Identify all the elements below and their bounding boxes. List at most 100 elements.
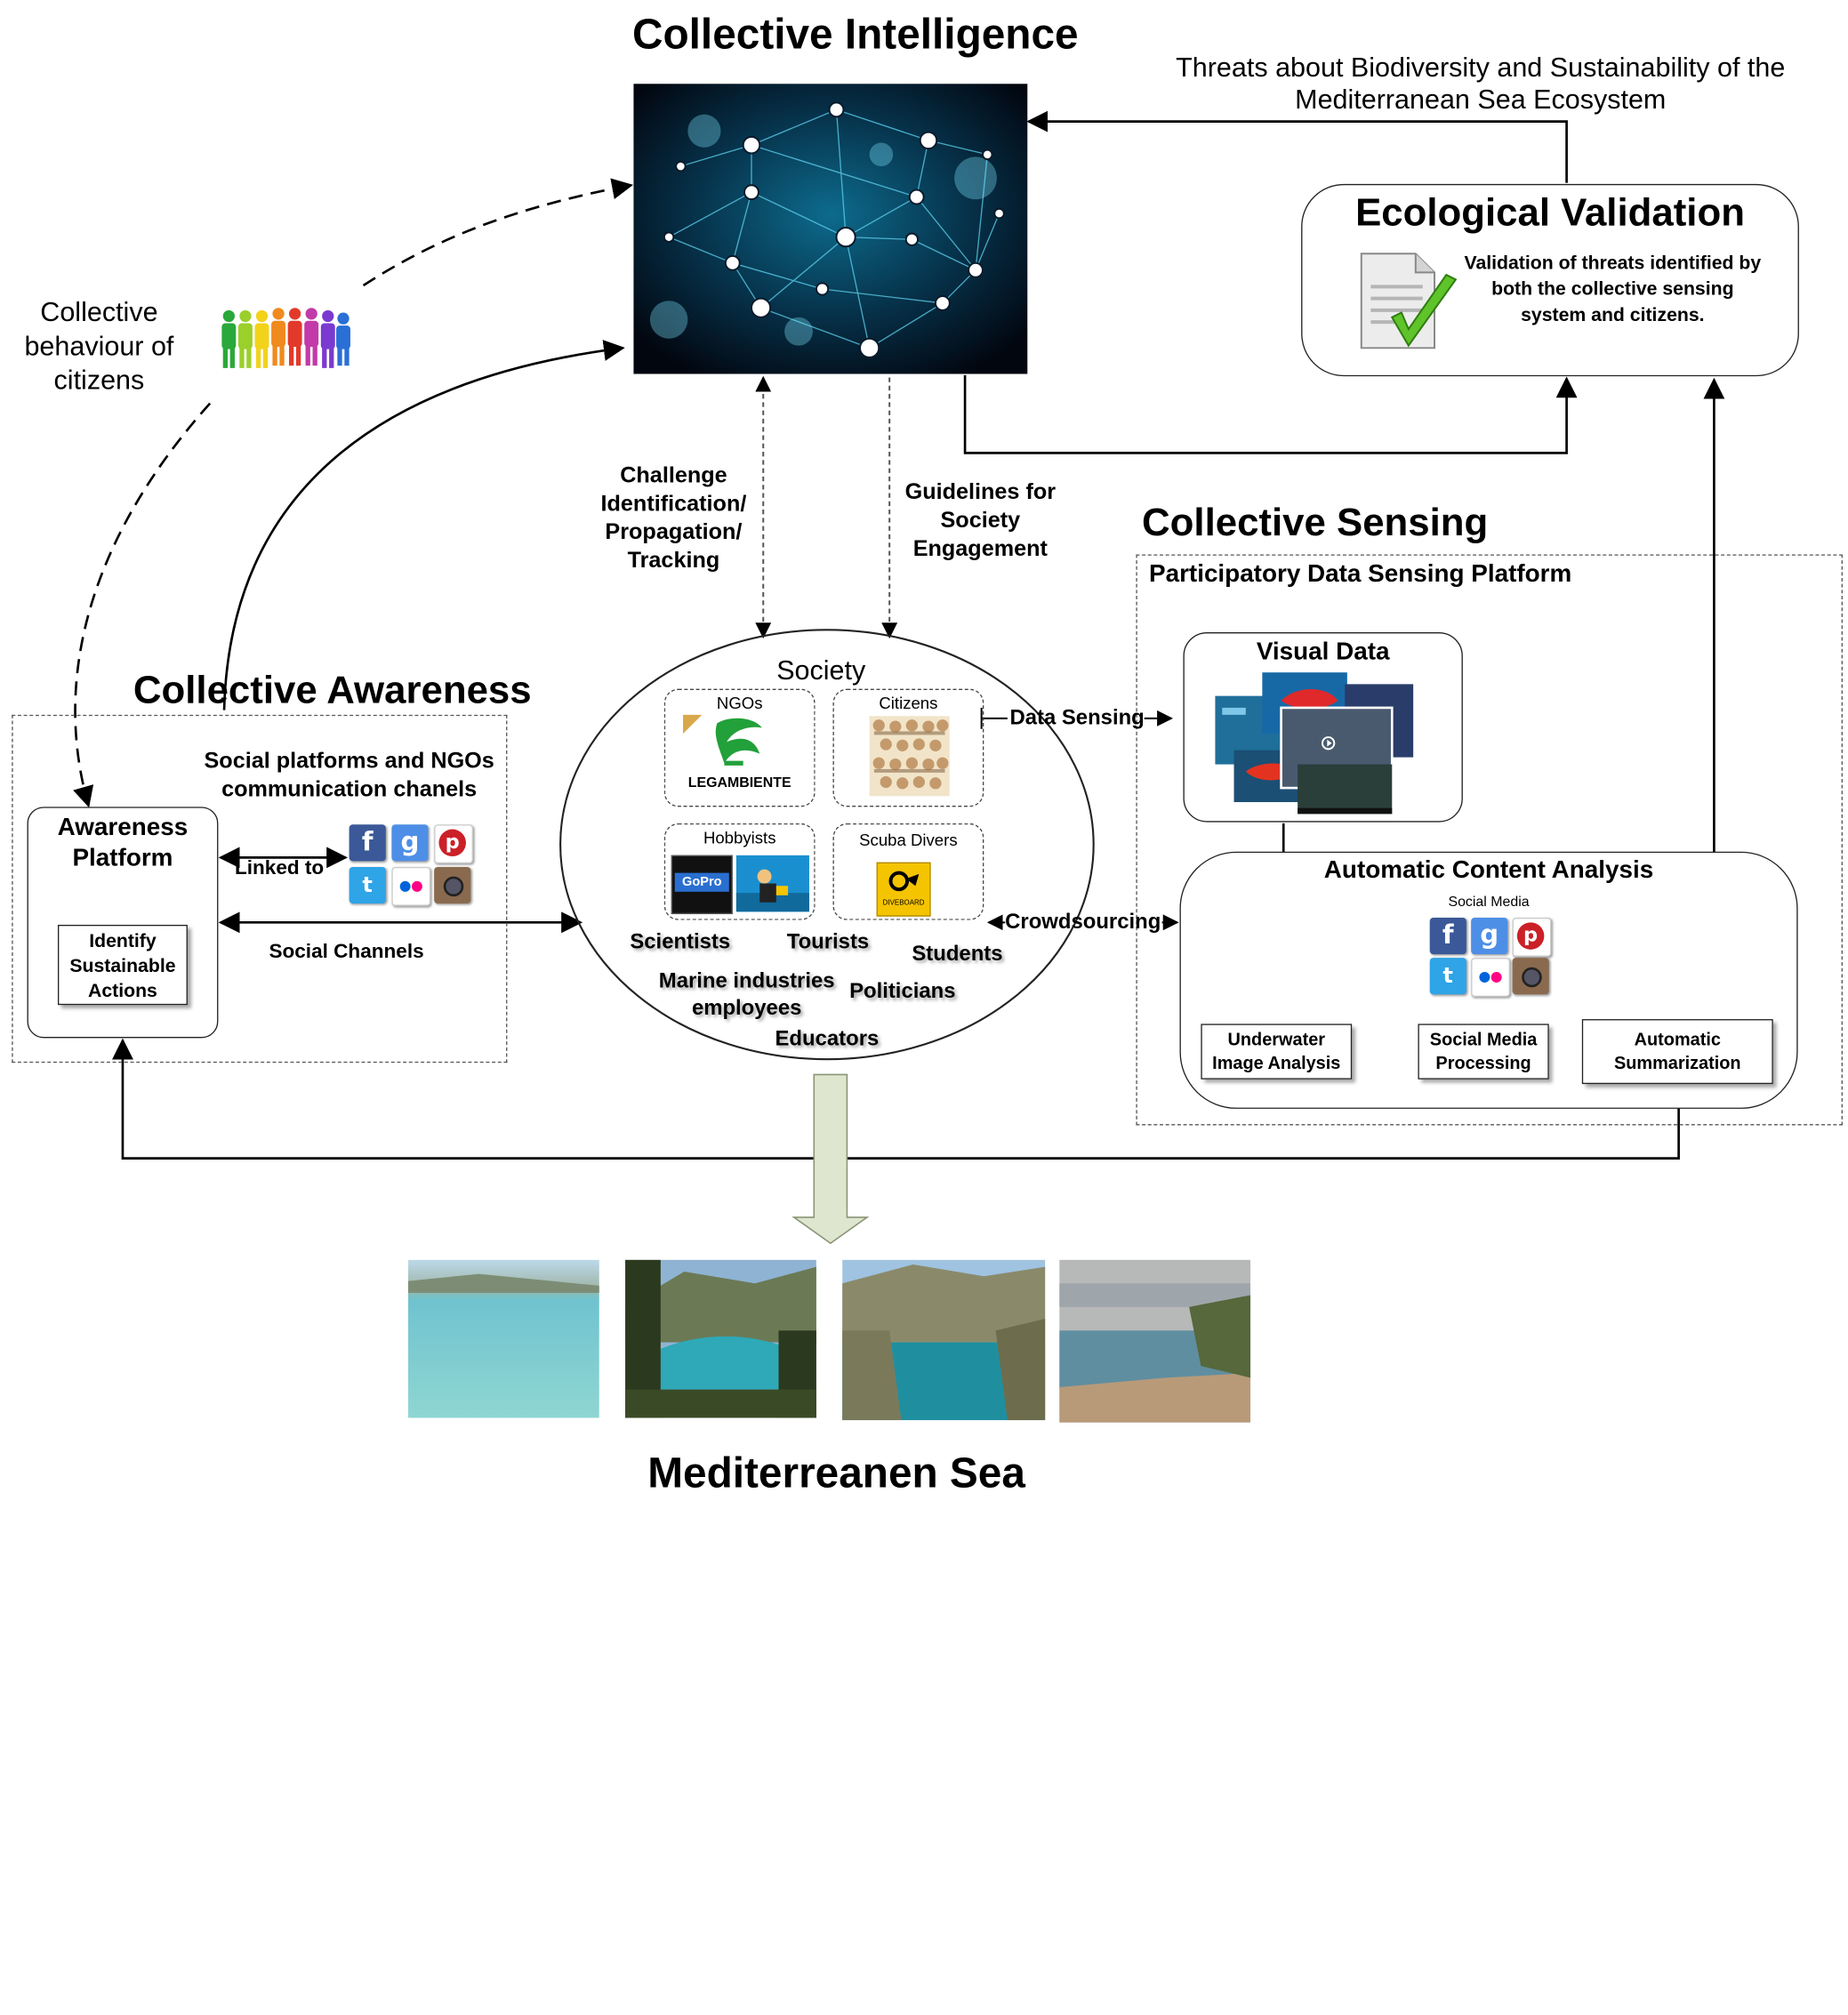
- guidelines-line-1: Guidelines for: [904, 479, 1057, 505]
- threats-label: Threats about Biodiversity and Sustainab…: [1109, 52, 1848, 116]
- behaviour-line-2: behaviour of: [24, 330, 174, 361]
- smp-line-1: Social Media: [1429, 1030, 1538, 1050]
- awareness-platform-title: Awareness Platform: [28, 813, 217, 874]
- people-group-icon: [221, 308, 350, 368]
- marine-line-1: Marine industries: [658, 968, 835, 992]
- legambiente-text: LEGAMBIENTE: [687, 774, 791, 791]
- flickr-icon: [1471, 958, 1510, 997]
- ngos-group: NGOs LEGAMBIENTE: [663, 688, 816, 807]
- threats-arrow: [1026, 110, 1568, 183]
- scuba-divers-group: Scuba Divers DIVEBOARD: [832, 823, 984, 920]
- sea-photo-3: [842, 1259, 1046, 1421]
- ngos-label: NGOs: [716, 693, 763, 713]
- linked-to-label: Linked to: [234, 856, 325, 879]
- social-media-processing-box: Social Media Processing: [1418, 1024, 1549, 1080]
- challenge-label: Challenge Identification/ Propagation/ T…: [585, 462, 762, 575]
- visual-data-title: Visual Data: [1256, 638, 1390, 666]
- collective-behaviour-label: Collective behaviour of citizens: [3, 295, 197, 397]
- guidelines-line-3: Engagement: [912, 536, 1048, 562]
- participatory-platform-title: Participatory Data Sensing Platform: [1149, 560, 1572, 588]
- validation-line-2: both the collective sensing: [1491, 279, 1734, 300]
- underwater-image-analysis-box: Underwater Image Analysis: [1201, 1024, 1353, 1080]
- identify-sustainable-actions-box: Identify Sustainable Actions: [57, 924, 188, 1006]
- sea-photo-2: [625, 1259, 816, 1418]
- behaviour-to-intelligence-arrow: [362, 178, 634, 287]
- awareness-region: [12, 714, 508, 1064]
- google-icon: g: [391, 824, 429, 862]
- ribbon-icon: [683, 714, 703, 735]
- politicians-label: Politicians: [849, 978, 956, 1003]
- ecological-validation-box: Ecological Validation Validation of thre…: [1301, 183, 1799, 377]
- gopro-logo: GoPro: [671, 855, 733, 915]
- document-check-icon: [1360, 253, 1458, 349]
- identify-line-2: Sustainable: [69, 956, 176, 977]
- behaviour-line-1: Collective: [40, 295, 158, 327]
- summarization-line-1: Automatic: [1634, 1030, 1721, 1050]
- social-platforms-line-2: communication chanels: [221, 777, 478, 803]
- network-image: [633, 84, 1028, 374]
- facebook-icon: f: [1429, 918, 1466, 955]
- society-ellipse: [559, 629, 1095, 1061]
- ecological-validation-title: Ecological Validation: [1355, 189, 1745, 234]
- summarization-to-awareness-arrow: [112, 1038, 1680, 1160]
- pinterest-icon: p: [1512, 918, 1552, 957]
- flickr-icon: [391, 866, 431, 906]
- identify-label: Identify Sustainable Actions: [59, 929, 186, 1004]
- diveboard-text: DIVEBOARD: [882, 900, 925, 908]
- challenge-line-3: Propagation/: [605, 519, 743, 545]
- ecological-validation-text: Validation of threats identified by both…: [1432, 252, 1793, 330]
- social-media-label: Social Media: [1448, 893, 1530, 910]
- google-icon: g: [1471, 918, 1508, 955]
- summarization-label: Automatic Summarization: [1583, 1029, 1772, 1076]
- guidelines-line-2: Society: [940, 508, 1021, 534]
- collective-awareness-title: Collective Awareness: [133, 667, 532, 711]
- mediterranean-title: Mediterreanen Sea: [647, 1448, 1025, 1497]
- automatic-content-analysis-title: Automatic Content Analysis: [1323, 856, 1654, 884]
- citizens-label: Citizens: [879, 693, 938, 713]
- scientists-label: Scientists: [630, 929, 731, 953]
- hobbyists-label: Hobbyists: [703, 828, 776, 847]
- challenge-line-2: Identification/: [600, 492, 747, 518]
- sea-photo-4: [1059, 1259, 1251, 1423]
- awareness-platform-box: Awareness Platform Identify Sustainable …: [27, 807, 219, 1039]
- underwater-line-1: Underwater: [1227, 1030, 1326, 1050]
- hobbyists-group: Hobbyists GoPro: [663, 823, 816, 920]
- social-platforms-line-1: Social platforms and NGOs: [204, 749, 494, 775]
- society-title: Society: [776, 654, 866, 686]
- challenge-line-4: Tracking: [627, 548, 720, 574]
- social-platforms-label: Social platforms and NGOs communication …: [189, 748, 510, 805]
- twitter-icon: t: [1429, 958, 1466, 995]
- tourists-label: Tourists: [786, 929, 870, 953]
- facebook-icon: f: [349, 824, 386, 862]
- platform-line-2: Platform: [72, 844, 173, 872]
- pinterest-icon: p: [434, 824, 473, 863]
- scuba-divers-label: Scuba Divers: [859, 830, 958, 850]
- big-down-arrow: [791, 1073, 870, 1245]
- identify-line-3: Actions: [88, 981, 157, 1002]
- behaviour-line-3: citizens: [53, 364, 145, 396]
- challenge-line-1: Challenge: [620, 463, 727, 489]
- participatory-platform-region: [1136, 554, 1843, 1126]
- data-sensing-label: Data Sensing: [1009, 705, 1145, 729]
- summarization-line-2: Summarization: [1613, 1053, 1741, 1074]
- gopro-text: GoPro: [674, 872, 729, 892]
- underwater-photos-collage: [1215, 672, 1414, 815]
- platform-line-1: Awareness: [57, 814, 189, 841]
- collective-intelligence-title: Collective Intelligence: [632, 9, 1079, 58]
- underwater-line-2: Image Analysis: [1212, 1053, 1341, 1074]
- sea-photo-1: [407, 1259, 599, 1418]
- smp-label: Social Media Processing: [1419, 1029, 1548, 1076]
- diveboard-logo: DIVEBOARD: [876, 862, 931, 917]
- guidelines-label: Guidelines for Society Engagement: [892, 479, 1069, 565]
- awareness-to-intelligence-arrow: [222, 340, 625, 710]
- social-channels-label: Social Channels: [269, 940, 424, 963]
- validation-line-1: Validation of threats identified by: [1464, 253, 1762, 274]
- students-label: Students: [912, 941, 1003, 966]
- marine-industries-label: Marine industries employees: [647, 967, 848, 1022]
- threats-line-1: Threats about Biodiversity and Sustainab…: [1176, 52, 1786, 83]
- crowd-illustration: [869, 716, 950, 797]
- validation-line-3: system and citizens.: [1521, 305, 1705, 326]
- marine-line-2: employees: [691, 995, 802, 1020]
- smp-line-2: Processing: [1435, 1053, 1531, 1074]
- instagram-icon: [1512, 958, 1549, 995]
